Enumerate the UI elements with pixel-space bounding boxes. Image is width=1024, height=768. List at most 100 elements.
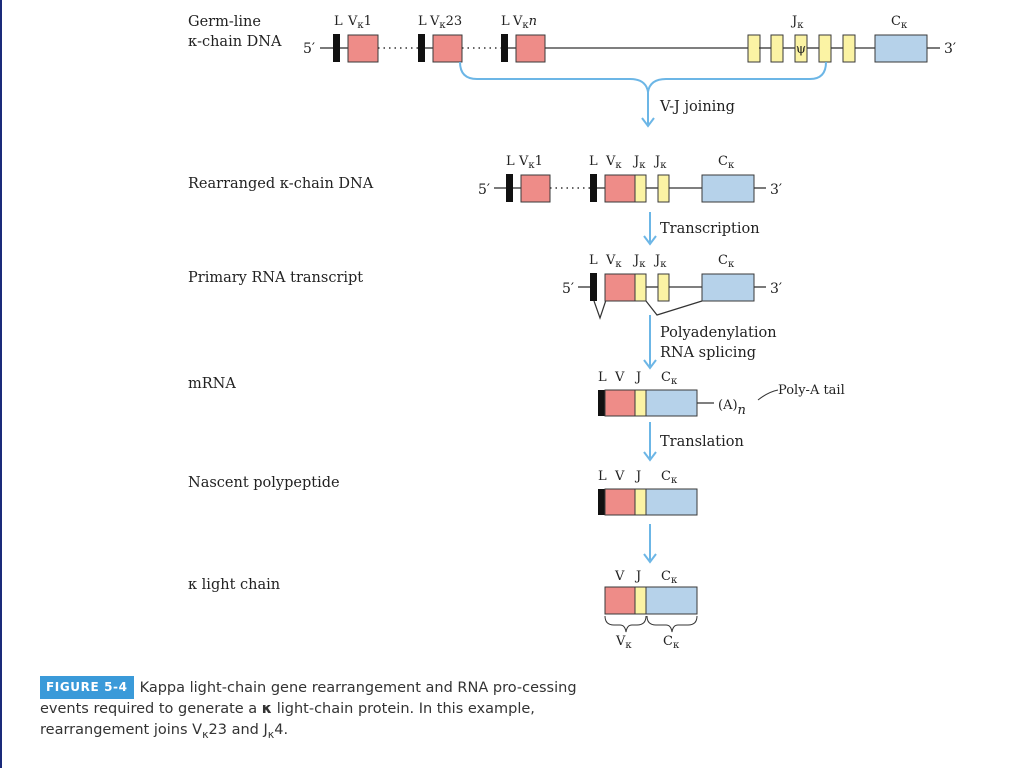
label-c-kappa: Cκ [718,154,735,171]
leader-segment [598,489,605,515]
j-segment-5 [657,174,670,203]
v-segment-23 [432,34,463,63]
label-L: L [418,14,427,29]
c-segment [645,586,698,615]
three-prime-label: 3′ [944,41,956,57]
arrow-head [643,451,657,462]
caption-kappa-sub-1: κ [202,727,209,741]
label-J: J [634,569,641,584]
label-J: J [634,370,641,385]
leader-segment [590,174,597,202]
arrow-head [643,359,657,370]
process-arrows: V-J joiningTranscriptionPolyadenylationR… [641,92,777,564]
label-V: V [614,469,625,484]
leader-segment [333,34,340,62]
v-segment-n [515,34,546,63]
label-v-kappa-n: Vκn [512,14,537,31]
label-L: L [589,253,598,268]
label-L: L [501,14,510,29]
label-L: L [506,154,515,169]
caption-text-3: 23 and J [208,722,268,738]
step-vj-joining: V-J joining [659,99,735,115]
label-c-kappa: Cκ [661,370,678,387]
arrow-head [643,553,657,564]
stage-label-rearranged: Rearranged κ-chain DNA [188,176,374,192]
label-v-kappa: Vκ [605,253,622,270]
c-segment [874,34,928,63]
label-c-kappa: Cκ [891,14,908,31]
j-segment-4 [634,273,647,302]
label-L: L [334,14,343,29]
step-polyadenylation: Polyadenylation [660,325,777,341]
vj-joining-brace [459,61,827,93]
left-border [0,0,2,768]
label-v-kappa-1: Vκ1 [518,154,543,171]
label-L: L [598,469,607,484]
j-segment-2 [770,34,784,63]
caption-text-4: 4. [274,722,289,738]
c-segment [645,389,698,417]
label-v-kappa-23: Vκ23 [429,14,462,31]
vj-joining-arrow [641,92,655,128]
v-segment-23 [604,174,636,203]
v-segment [604,389,636,417]
stage-label-light-chain: κ light chain [188,577,280,593]
intron-splice-line [645,300,703,316]
v-segment [604,586,636,615]
step-translation: Translation [660,434,744,450]
intron-splice-line [593,299,607,320]
label-j-kappa: Jκ [653,253,667,270]
label-V: V [614,569,625,584]
label-j-kappa: Jκ [632,253,646,270]
c-segment [645,488,698,516]
leader-segment [501,34,508,62]
j-segment-1 [747,34,761,63]
caption-text-1: Kappa light-chain gene rearrangement and… [40,680,577,717]
j-segment-4 [818,34,832,63]
step-rna-splicing: RNA splicing [660,345,756,361]
label-j-kappa: Jκ [653,154,667,171]
step-transcription: Transcription [660,221,760,237]
leader-segment [418,34,425,62]
leader-segment [590,273,597,301]
label-j-kappa: Jκ [632,154,646,171]
translation-arrow [643,422,657,462]
label-c-kappa: Cκ [661,569,678,586]
j-segment [634,488,647,516]
poly-a-tail-label: Poly-A tail [778,383,845,398]
caption-kappa: κ [261,701,273,717]
caption-text-2: light-chain protein. In this example, re… [40,701,535,738]
stage-label-primary-transcript: Primary RNA transcript [188,270,363,286]
v-segment-1 [520,174,551,203]
pseudogene-psi-label: ψ [796,42,806,57]
stage-label-nascent-polypeptide: Nascent polypeptide [188,475,340,491]
c-segment [701,273,755,302]
v-segment [604,488,636,516]
label-j-kappa: Jκ [790,14,804,31]
figure-tag: FIGURE 5-4 [40,676,134,699]
j-segment [634,586,647,615]
five-prime-label: 5′ [303,41,315,57]
poly-a-pointer [757,389,779,401]
label-c-kappa-domain: Cκ [663,634,680,651]
stage-label-germline-1: Germ-line [188,14,261,30]
five-prime-label: 5′ [562,281,574,297]
five-prime-label: 5′ [478,182,490,198]
label-L: L [598,370,607,385]
three-prime-label: 3′ [770,281,782,297]
j-segment-5 [657,273,670,302]
label-L: L [589,154,598,169]
v-brace [604,615,647,633]
j-segment-4 [634,174,647,203]
arrow-head [643,235,657,246]
label-v-kappa-domain: Vκ [615,634,632,651]
